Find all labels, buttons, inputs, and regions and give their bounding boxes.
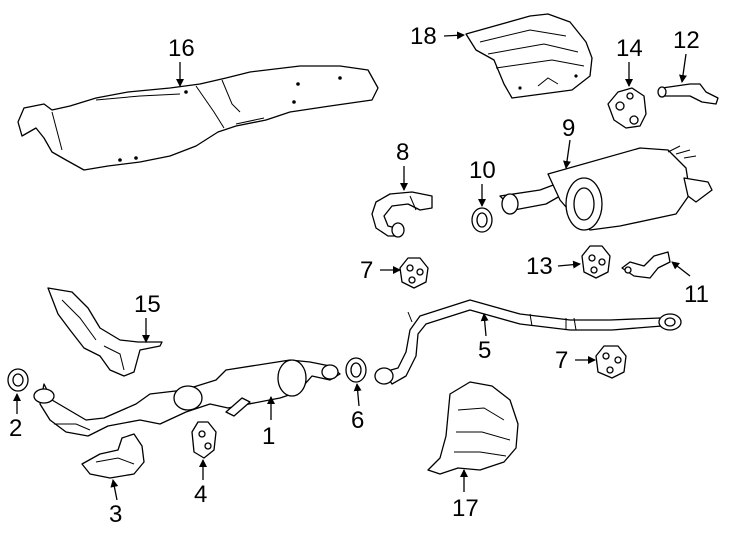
- callout-15: 15: [134, 291, 161, 318]
- leader-11: [671, 261, 691, 277]
- part-7-hanger-lower: [595, 345, 627, 379]
- callout-7b: 7: [555, 347, 568, 374]
- callout-7a: 7: [360, 257, 373, 284]
- part-3-heat-shield: [81, 433, 145, 479]
- part-13-hanger: [581, 245, 611, 279]
- leader-9: [563, 139, 571, 169]
- callout-12: 12: [673, 27, 700, 54]
- callout-18: 18: [410, 23, 437, 50]
- callout-6: 6: [351, 407, 364, 434]
- part-5-center-pipe: [374, 299, 682, 385]
- part-14-bracket: [607, 87, 647, 129]
- callout-13: 13: [526, 253, 553, 280]
- callout-5: 5: [478, 337, 491, 364]
- part-8-pipe-bracket: [371, 191, 433, 238]
- part-2-gasket: [7, 368, 29, 392]
- callout-1: 1: [262, 423, 275, 450]
- part-9-muffler: [499, 145, 713, 231]
- part-4-hanger: [191, 421, 217, 459]
- part-10-gasket: [471, 207, 493, 233]
- part-17-shield: [427, 381, 519, 475]
- callout-2: 2: [9, 415, 22, 442]
- part-11-bracket: [621, 251, 671, 279]
- callout-numbers: 1 2 3 4 5 6 7 7 8 9 10 11 12 13 14 15 16…: [9, 23, 709, 528]
- leader-13: [557, 260, 581, 269]
- part-12-pipe: [657, 83, 719, 105]
- callout-11: 11: [684, 281, 709, 308]
- callout-14: 14: [616, 35, 643, 62]
- part-16-floor-heat-shield: [17, 65, 379, 171]
- callout-10: 10: [469, 157, 496, 184]
- part-1-front-pipe-converter: [33, 359, 341, 437]
- part-15-heat-shield: [47, 287, 163, 377]
- callout-17: 17: [452, 495, 479, 522]
- callout-8: 8: [396, 139, 409, 166]
- callout-9: 9: [562, 115, 575, 142]
- callout-3: 3: [109, 501, 122, 528]
- leader-6: [353, 383, 362, 407]
- callout-16: 16: [168, 35, 195, 62]
- leader-12: [679, 53, 687, 83]
- leader-3: [110, 479, 119, 501]
- callout-leaders: [13, 31, 691, 501]
- part-18-rear-heat-shield: [465, 13, 593, 99]
- leader-18: [443, 31, 465, 40]
- callout-4: 4: [194, 481, 207, 508]
- part-6-gasket: [345, 357, 367, 383]
- leader-5: [480, 313, 489, 337]
- part-7-hanger-upper: [399, 257, 429, 289]
